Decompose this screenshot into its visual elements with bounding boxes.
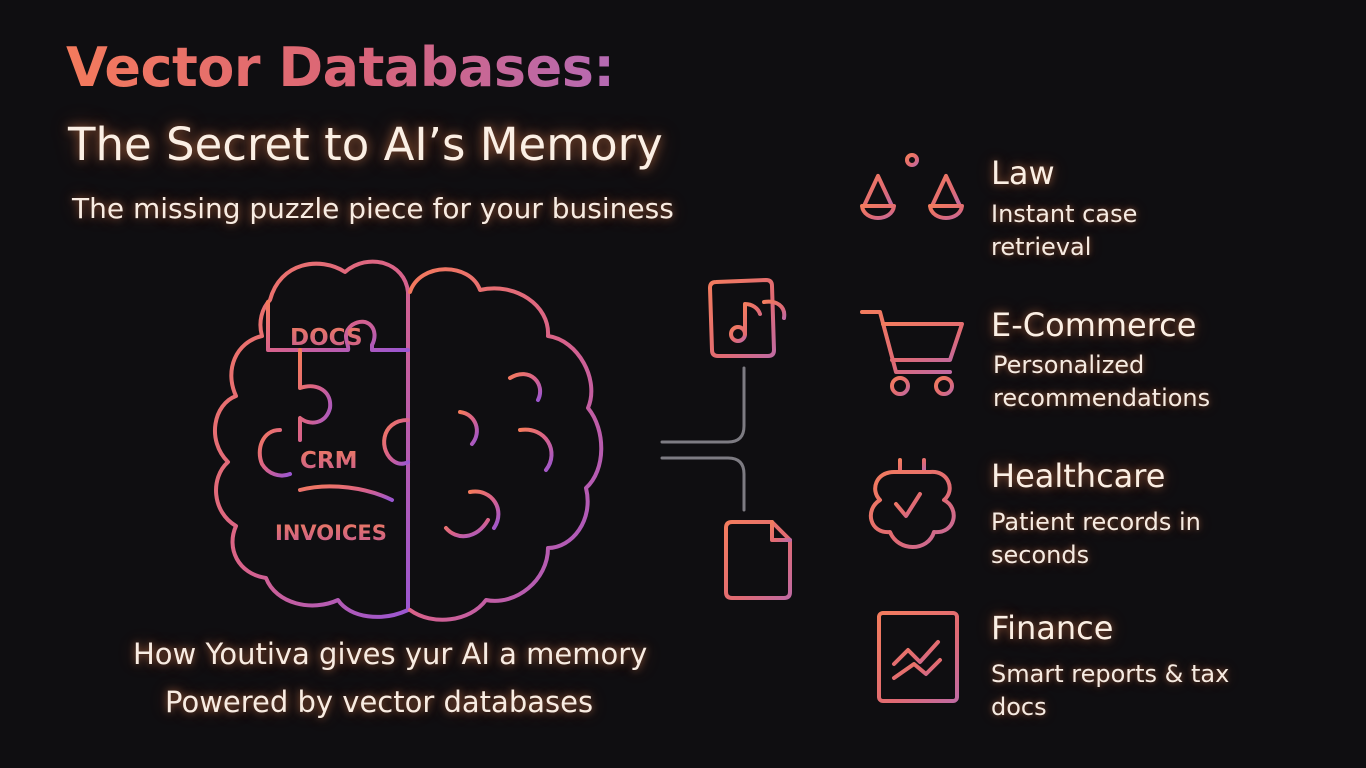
brain-puzzle-icon (212, 259, 604, 622)
brain-labels: DOCS CRM INVOICES (275, 325, 387, 545)
page-title: Vector Databases: (66, 36, 615, 99)
footer-line-1: How Youtiva gives yur AI a memory (133, 637, 648, 671)
footer-line-2: Powered by vector databases (165, 685, 594, 719)
scales-icon (860, 153, 964, 248)
finance-chart-icon (877, 611, 959, 703)
music-file-icon (708, 278, 787, 358)
text-file-icon (724, 520, 792, 600)
brain-label-invoices: INVOICES (275, 521, 387, 545)
page-tagline: The missing puzzle piece for your busine… (72, 192, 674, 225)
shopping-cart-icon (860, 310, 964, 396)
industry-title-finance: Finance (991, 609, 1114, 647)
industry-title-healthcare: Healthcare (991, 457, 1166, 495)
industry-title-law: Law (991, 154, 1055, 192)
health-shield-icon (868, 458, 956, 549)
industry-title-ecommerce: E-Commerce (991, 306, 1197, 344)
brain-label-docs: DOCS (290, 325, 363, 351)
brain-label-crm: CRM (300, 448, 357, 474)
page-subtitle: The Secret to AI’s Memory (68, 118, 663, 171)
connector-lines (660, 366, 746, 512)
